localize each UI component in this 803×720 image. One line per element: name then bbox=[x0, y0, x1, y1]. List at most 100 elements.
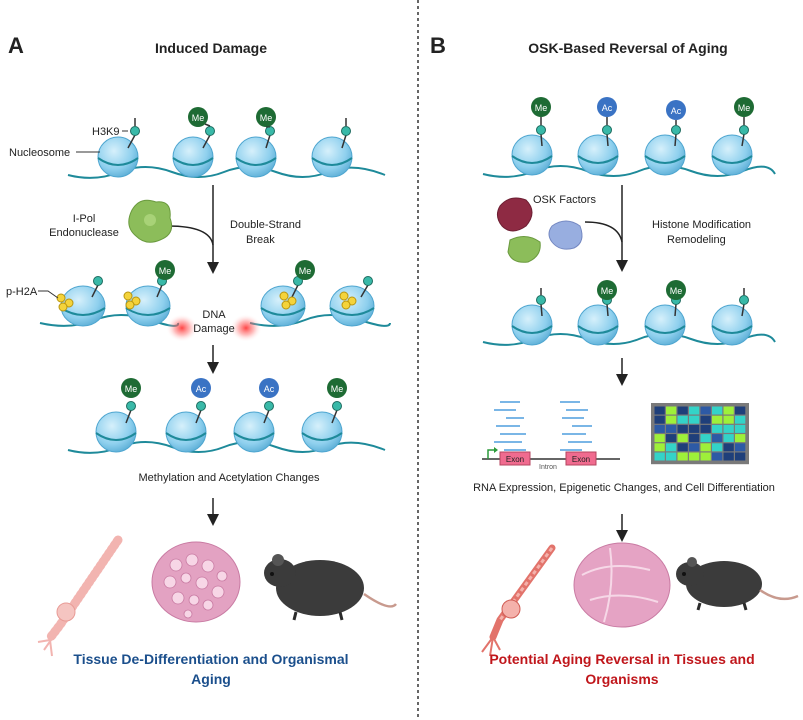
panel-b-title: OSK-Based Reversal of Aging bbox=[528, 40, 727, 56]
heatmap-cell bbox=[689, 452, 700, 461]
heatmap-cell bbox=[723, 406, 734, 415]
heatmap-cell bbox=[677, 443, 688, 452]
heatmap-cell bbox=[712, 434, 723, 443]
hist-mod-label-2: Remodeling bbox=[667, 234, 726, 246]
healthy-neuron bbox=[481, 544, 556, 657]
tissue-section bbox=[151, 541, 241, 623]
panel-a-chromatin-row-3: Me Ac Ac Me bbox=[67, 378, 386, 454]
heatmap-cell bbox=[700, 443, 711, 452]
heatmap-cell bbox=[735, 424, 746, 433]
heatmap-cell bbox=[723, 415, 734, 424]
heatmap-cell bbox=[689, 443, 700, 452]
heatmap-cell bbox=[677, 406, 688, 415]
heatmap-cell bbox=[700, 406, 711, 415]
panel-a-outcome-2: Aging bbox=[191, 671, 231, 687]
nucleosome bbox=[165, 401, 207, 453]
panel-b-letter: B bbox=[430, 33, 446, 58]
heatmap-cell bbox=[677, 424, 688, 433]
damage-glow bbox=[166, 314, 198, 342]
panel-a-title: Induced Damage bbox=[155, 40, 267, 56]
svg-text:Ac: Ac bbox=[602, 103, 613, 113]
svg-text:Me: Me bbox=[192, 113, 205, 123]
methyl-mark: Me bbox=[155, 260, 175, 280]
exon-label-2: Exon bbox=[572, 455, 590, 464]
heatmap-cell bbox=[677, 452, 688, 461]
heatmap-cell bbox=[666, 415, 677, 424]
rna-expr-label: RNA Expression, Epigenetic Changes, and … bbox=[473, 482, 775, 494]
heatmap-grid bbox=[651, 403, 749, 465]
branch-arrow bbox=[584, 221, 623, 243]
methyl-mark: Me bbox=[531, 97, 551, 125]
acetyl-mark: Ac bbox=[597, 97, 617, 125]
heatmap-cell bbox=[689, 415, 700, 424]
phosphate-cluster bbox=[56, 293, 74, 312]
nucleosome bbox=[577, 125, 619, 176]
hist-mod-label-1: Histone Modification bbox=[652, 219, 751, 231]
panel-b-outcome-2: Organisms bbox=[585, 671, 658, 687]
nucleosome bbox=[60, 276, 106, 327]
dsb-label-1: Double-Strand bbox=[230, 219, 301, 231]
panel-a-chromatin-row-1: Me Me bbox=[67, 107, 386, 179]
nucleosome bbox=[235, 126, 277, 178]
endonuclease-protein bbox=[128, 199, 173, 243]
nucleosome bbox=[301, 401, 343, 453]
mouse-illustration bbox=[264, 554, 397, 621]
acetyl-mark: Ac bbox=[259, 378, 279, 398]
nucleosome bbox=[711, 295, 753, 346]
methyl-mark: Me bbox=[327, 378, 347, 398]
h3k9-label: H3K9 bbox=[92, 126, 120, 138]
acetyl-mark: Ac bbox=[191, 378, 211, 398]
heatmap-cell bbox=[735, 434, 746, 443]
meth-acet-label: Methylation and Acetylation Changes bbox=[138, 472, 320, 484]
svg-text:Me: Me bbox=[670, 286, 683, 296]
panel-a-letter: A bbox=[8, 33, 24, 58]
methyl-mark: Me bbox=[666, 280, 686, 300]
nucleosome bbox=[172, 123, 215, 178]
heatmap-cell bbox=[700, 434, 711, 443]
phosphate-cluster bbox=[279, 291, 297, 310]
nucleosome bbox=[260, 276, 306, 327]
heatmap-cell bbox=[712, 415, 723, 424]
heatmap-cell bbox=[723, 424, 734, 433]
heatmap-cell bbox=[689, 424, 700, 433]
exon-box bbox=[565, 451, 597, 466]
svg-text:Me: Me bbox=[299, 266, 312, 276]
heatmap-cell bbox=[654, 443, 665, 452]
damage-glow bbox=[230, 314, 262, 342]
heatmap-cell bbox=[700, 415, 711, 424]
branch-arrow bbox=[167, 225, 214, 246]
osk-label: OSK Factors bbox=[533, 194, 596, 206]
nucleosome bbox=[711, 125, 753, 176]
nucleosome bbox=[644, 125, 686, 176]
heatmap-cell bbox=[723, 443, 734, 452]
heatmap-cell bbox=[666, 424, 677, 433]
phosphate-cluster bbox=[339, 291, 357, 310]
ph2a-leader bbox=[38, 290, 59, 299]
svg-text:Me: Me bbox=[738, 103, 751, 113]
heatmap-cell bbox=[666, 443, 677, 452]
rna-reads bbox=[494, 401, 592, 451]
heatmap-cell bbox=[677, 434, 688, 443]
methyl-mark: Me bbox=[295, 260, 315, 280]
heatmap-cell bbox=[735, 415, 746, 424]
heatmap-cell bbox=[712, 406, 723, 415]
panel-b-chromatin-row-1: Me Ac Ac Me bbox=[482, 97, 776, 178]
nucleosome bbox=[97, 118, 140, 178]
methyl-mark: Me bbox=[121, 378, 141, 398]
methyl-mark: Me bbox=[734, 97, 754, 125]
heatmap-cell bbox=[700, 424, 711, 433]
heatmap-cell bbox=[712, 443, 723, 452]
exon-label-1: Exon bbox=[506, 455, 524, 464]
nucleosome bbox=[644, 295, 686, 346]
panel-a-outcome-1: Tissue De-Differentiation and Organismal bbox=[73, 651, 348, 667]
damaged-neuron bbox=[37, 535, 123, 657]
ph2a-label: p-H2A bbox=[6, 286, 38, 298]
nucleosome bbox=[511, 125, 553, 176]
nucleosome bbox=[511, 295, 553, 346]
heatmap-cell bbox=[654, 424, 665, 433]
heatmap-cell bbox=[735, 406, 746, 415]
methyl-mark: Me bbox=[597, 280, 617, 300]
panel-a-chromatin-row-2: Me Me bbox=[39, 260, 391, 342]
